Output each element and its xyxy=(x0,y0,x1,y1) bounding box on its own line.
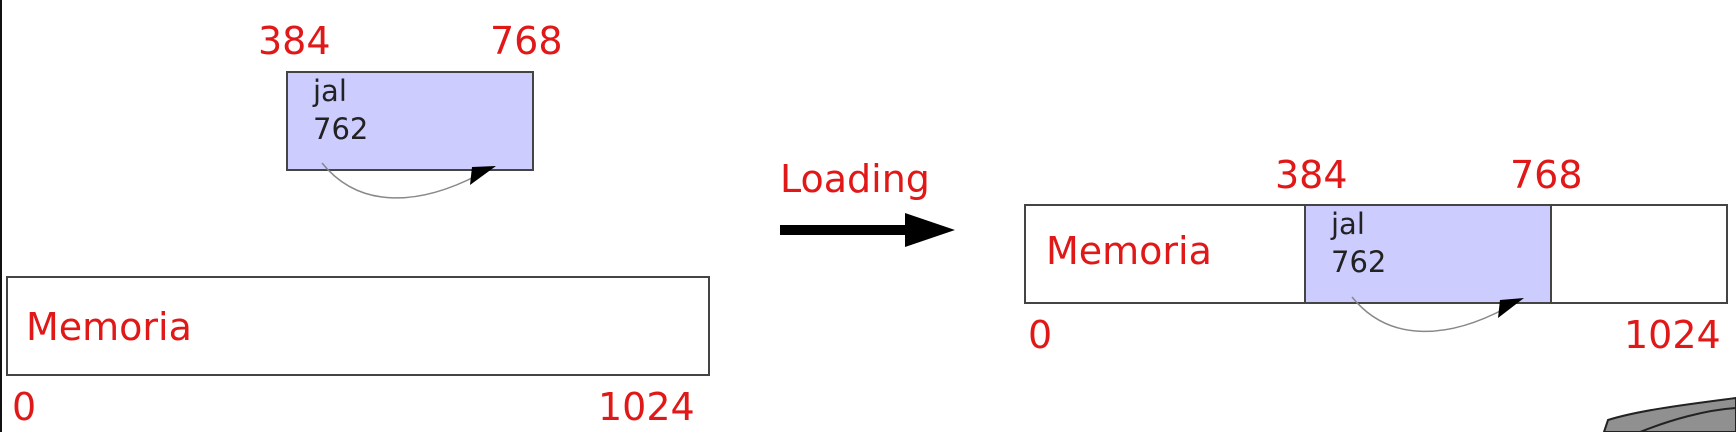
before-jump-arrow xyxy=(321,162,496,199)
before-program-start-address: 384 xyxy=(258,19,331,63)
after-jump-arrow xyxy=(1351,296,1524,333)
loading-label: Loading xyxy=(780,157,930,201)
before-memory-end-address: 1024 xyxy=(598,385,695,429)
after-instruction-arg: 762 xyxy=(1331,245,1387,279)
before-instruction-op: jal xyxy=(313,74,347,108)
after-memory-label: Memoria xyxy=(1046,229,1212,273)
left-border-line xyxy=(0,0,2,432)
before-program-end-address: 768 xyxy=(490,19,563,63)
partial-decoration-shape xyxy=(1602,396,1736,432)
before-memory-block: Memoria xyxy=(6,276,710,376)
after-instruction-op: jal xyxy=(1331,207,1365,241)
after-memory-end-address: 1024 xyxy=(1624,313,1721,357)
after-program-block: jal 762 xyxy=(1304,204,1552,304)
before-memory-label: Memoria xyxy=(26,305,192,349)
before-program-block: jal 762 xyxy=(286,71,534,171)
before-instruction-arg: 762 xyxy=(313,112,369,146)
loading-arrow xyxy=(780,213,955,247)
after-memory-start-address: 0 xyxy=(1028,313,1053,357)
after-program-end-address: 768 xyxy=(1510,153,1583,197)
before-memory-start-address: 0 xyxy=(12,385,37,429)
after-program-start-address: 384 xyxy=(1275,153,1348,197)
